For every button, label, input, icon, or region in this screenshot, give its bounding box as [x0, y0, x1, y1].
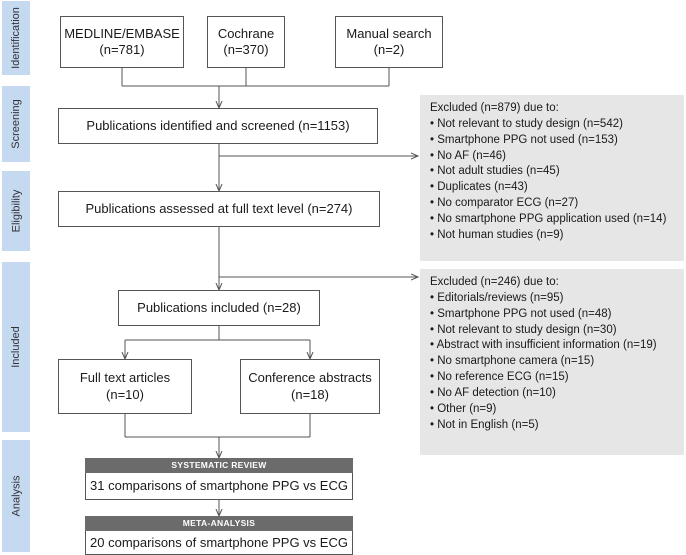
source-medline-box: MEDLINE/EMBASE (n=781) — [60, 16, 184, 68]
screened-label: Publications identified and screened (n=… — [86, 117, 350, 133]
source-title: MEDLINE/EMBASE — [64, 25, 180, 41]
conference-title: Conference abstracts — [248, 370, 372, 386]
source-count: (n=370) — [223, 42, 269, 57]
excluded-item: Smartphone PPG not used (n=48) — [430, 307, 676, 323]
excluded-item: Abstract with insufficient information (… — [430, 338, 676, 354]
fulltext-count: (n=10) — [106, 386, 144, 402]
systematic-review-text: 31 comparisons of smartphone PPG vs ECG — [85, 473, 353, 500]
systematic-review-heading: SYSTEMATIC REVIEW — [85, 458, 353, 473]
excluded-list: Editorials/reviews (n=95) Smartphone PPG… — [430, 291, 676, 434]
excluded-item: Not human studies (n=9) — [430, 228, 676, 244]
assessed-box: Publications assessed at full text level… — [58, 191, 380, 227]
conference-box: Conference abstracts (n=18) — [240, 359, 380, 414]
excluded-item: Duplicates (n=43) — [430, 180, 676, 196]
conference-count: (n=18) — [291, 386, 329, 402]
meta-analysis-text: 20 comparisons of smartphone PPG vs ECG — [85, 531, 353, 555]
source-count: (n=781) — [99, 42, 145, 57]
stage-included: Included — [2, 262, 30, 432]
excluded-heading: Excluded (n=246) due to: — [430, 276, 559, 288]
excluded-item: No AF detection (n=10) — [430, 386, 676, 402]
meta-analysis-box: META-ANALYSIS 20 comparisons of smartpho… — [85, 516, 353, 555]
excluded-screening-panel: Excluded (n=879) due to: Not relevant to… — [420, 95, 684, 261]
excluded-item: No smartphone PPG application used (n=14… — [430, 212, 676, 228]
excluded-item: Editorials/reviews (n=95) — [430, 291, 676, 307]
stage-screening: Screening — [2, 86, 30, 162]
excluded-item: Not adult studies (n=45) — [430, 164, 676, 180]
source-title: Cochrane — [217, 25, 275, 41]
included-box: Publications included (n=28) — [118, 290, 320, 326]
excluded-item: Smartphone PPG not used (n=153) — [430, 133, 676, 149]
excluded-item: Not in English (n=5) — [430, 418, 676, 434]
excluded-item: Other (n=9) — [430, 402, 676, 418]
source-title: Manual search — [346, 25, 432, 41]
stage-eligibility: Eligibility — [2, 171, 30, 251]
stage-identification: Identification — [2, 1, 30, 75]
excluded-item: No smartphone camera (n=15) — [430, 354, 676, 370]
excluded-eligibility-panel: Excluded (n=246) due to: Editorials/revi… — [420, 269, 684, 455]
excluded-item: Not relevant to study design (n=542) — [430, 117, 676, 133]
screened-box: Publications identified and screened (n=… — [58, 108, 378, 144]
meta-analysis-heading: META-ANALYSIS — [85, 516, 353, 531]
systematic-review-box: SYSTEMATIC REVIEW 31 comparisons of smar… — [85, 458, 353, 500]
excluded-item: No AF (n=46) — [430, 149, 676, 165]
source-cochrane-box: Cochrane (n=370) — [207, 16, 285, 68]
source-manual-box: Manual search (n=2) — [335, 16, 443, 68]
assessed-label: Publications assessed at full text level… — [85, 200, 353, 216]
included-label: Publications included (n=28) — [137, 299, 301, 315]
excluded-item: No reference ECG (n=15) — [430, 370, 676, 386]
source-count: (n=2) — [373, 42, 405, 57]
stage-analysis: Analysis — [2, 440, 30, 552]
excluded-heading: Excluded (n=879) due to: — [430, 102, 559, 114]
fulltext-box: Full text articles (n=10) — [58, 359, 192, 414]
excluded-item: No comparator ECG (n=27) — [430, 196, 676, 212]
fulltext-title: Full text articles — [79, 370, 171, 386]
excluded-item: Not relevant to study design (n=30) — [430, 323, 676, 339]
excluded-list: Not relevant to study design (n=542) Sma… — [430, 117, 676, 244]
